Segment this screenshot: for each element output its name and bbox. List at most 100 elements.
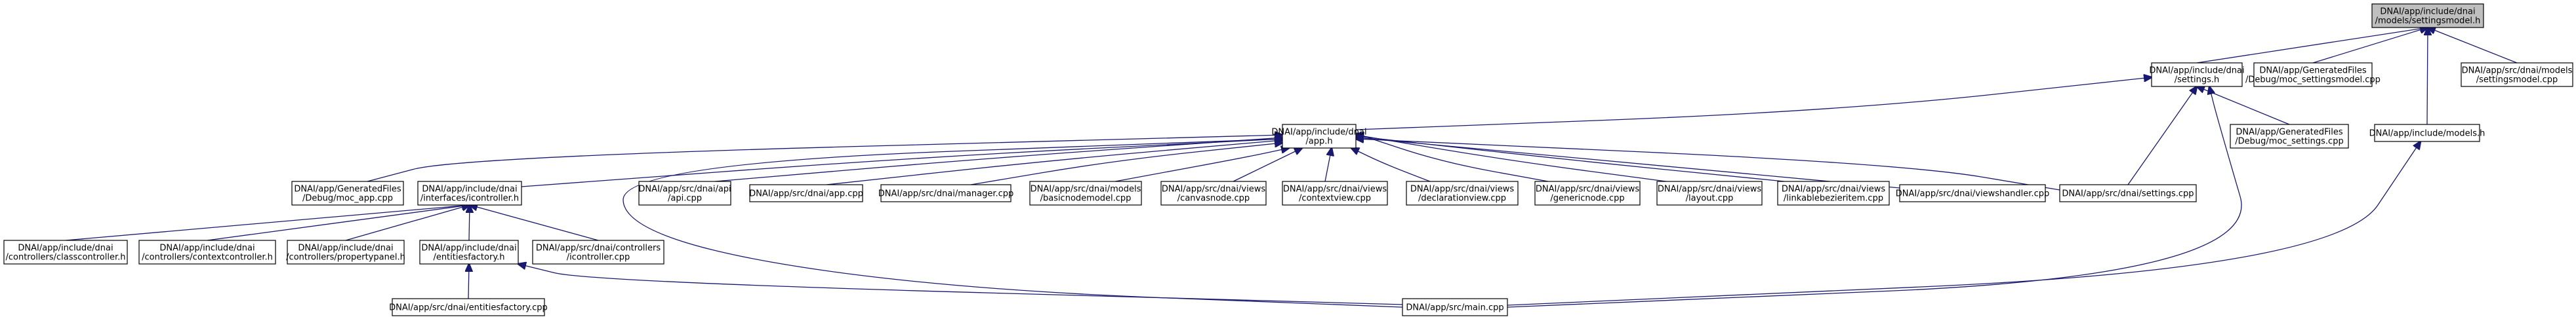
node-icontroller-cpp[interactable]: DNAI/app/src/dnai/controllers/icontrolle… [532,240,664,265]
node-propertypanel-h[interactable]: DNAI/app/include/dnai/controllers/proper… [286,240,405,265]
edge-models_h-to-root [2427,28,2428,125]
node-box [2151,62,2243,87]
node-settingsmodel-cpp[interactable]: DNAI/app/src/dnai/models/settingsmodel.c… [2461,62,2573,87]
node-manager-cpp[interactable]: DNAI/app/src/dnai/manager.cpp [878,184,1014,202]
edge-linkablebezieritem_cpp-to-app_h [1356,136,1785,182]
node-entitiesfactory-h[interactable]: DNAI/app/include/dnai/entitiesfactory.h [419,240,519,265]
node-label-line: DNAI/app/src/dnai/views [1162,185,1265,195]
node-label-line: DNAI/app/src/dnai/models [2462,66,2573,76]
edge-classcontroller_h-to-icontroller_h [65,205,470,241]
node-label-line: DNAI/app/src/dnai/controllers [536,244,661,253]
node-label-line: DNAI/app/src/dnai/viewshandler.cpp [1896,189,2049,199]
node-box [2461,62,2573,87]
node-label-line: /canvasnode.cpp [1177,194,1250,204]
edge-settingsmodel_cpp-to-root [2428,28,2518,64]
node-label-line: DNAI/app/include/dnai [422,185,517,195]
edge-line [521,139,1282,187]
node-settings-h[interactable]: DNAI/app/include/dnai/settings.h [2149,62,2245,87]
node-entitiesfactory-cpp[interactable]: DNAI/app/src/dnai/entitiesfactory.cpp [389,298,548,316]
edge-icontroller_h-to-app_h [521,139,1282,187]
node-box [2374,124,2480,142]
edge-line [1233,148,1302,182]
node-label-line: DNAI/app/src/dnai/manager.cpp [878,189,1014,199]
node-label-line: DNAI/app/include/dnai [18,244,113,253]
node-box [1029,181,1142,206]
node-box [291,181,404,206]
node-label-line: /layout.cpp [1686,194,1734,204]
node-label-line: DNAI/app/src/dnai/settings.cpp [2062,189,2194,199]
node-basicnodemodel-cpp[interactable]: DNAI/app/src/dnai/models/basicnodemodel.… [1029,181,1142,206]
node-label-line: DNAI/app/include/dnai [2149,66,2244,76]
node-moc-settingsmodel[interactable]: DNAI/app/GeneratedFiles/Debug/moc_settin… [2245,62,2381,87]
node-models-h[interactable]: DNAI/app/include/models.h [2369,124,2485,142]
node-box [1899,184,2046,202]
node-contextcontroller-h[interactable]: DNAI/app/include/dnai/controllers/contex… [138,240,276,265]
node-label-line: DNAI/app/GeneratedFiles [2259,66,2366,76]
edge-line [714,138,1282,182]
node-label-line: /controllers/classcontroller.h [5,253,125,263]
node-label-line: /Debug/moc_settingsmodel.cpp [2245,75,2381,85]
edge-app_cpp-to-app_h [826,140,1282,185]
edge-canvasnode_cpp-to-app_h [1233,148,1302,182]
node-label-line: /linkablebezieritem.cpp [1784,194,1883,204]
node-box [138,240,276,265]
edge-layout_cpp-to-app_h [1356,135,1667,182]
edge-line [1507,86,2242,308]
node-box [417,181,522,206]
node-app-h[interactable]: DNAI/app/include/dnai/app.h [1271,124,1367,149]
node-settings-cpp[interactable]: DNAI/app/src/dnai/settings.cpp [2059,184,2197,202]
node-moc-app[interactable]: DNAI/app/GeneratedFiles/Debug/moc_app.cp… [291,181,404,206]
node-label-line: DNAI/app/src/dnai/app.cpp [749,189,863,199]
edge-main_cpp-to-models_h [1507,141,2421,306]
node-label-line: DNAI/app/src/dnai/views [1658,185,1761,195]
node-box [2059,184,2197,202]
node-linkablebezieritem-cpp[interactable]: DNAI/app/src/dnai/views/linkablebezierit… [1777,181,1890,206]
node-label-line: /interfaces/icontroller.h [420,194,519,204]
node-classcontroller-h[interactable]: DNAI/app/include/dnai/controllers/classc… [3,240,128,265]
node-api-cpp[interactable]: DNAI/app/src/dnai/api/api.cpp [638,181,731,206]
node-genericnode-cpp[interactable]: DNAI/app/src/dnai/views/genericnode.cpp [1534,181,1641,206]
node-box [1406,181,1519,206]
node-moc-settings[interactable]: DNAI/app/GeneratedFiles/Debug/moc_settin… [2230,124,2349,149]
edge-line [2196,28,2428,64]
edge-line [1356,135,1667,182]
edge-settings_h-to-root [2196,28,2428,64]
edge-api_cpp-to-app_h [714,138,1282,182]
edge-line [1356,134,1549,182]
edge-line [1356,138,1900,189]
edge-line [1324,148,1332,182]
edge-line [1114,148,1289,182]
node-declarationview-cpp[interactable]: DNAI/app/src/dnai/views/declarationview.… [1406,181,1519,206]
edge-line [1355,77,2152,130]
edge-entitiesfactory_cpp-to-entitiesfactory_h [468,264,469,299]
node-icontroller-h[interactable]: DNAI/app/include/dnai/interfaces/icontro… [417,181,522,206]
node-label-line: DNAI/app/src/dnai/views [1536,185,1639,195]
node-root[interactable]: DNAI/app/include/dnai/models/settingsmod… [2371,3,2484,28]
node-canvasnode-cpp[interactable]: DNAI/app/src/dnai/views/canvasnode.cpp [1160,181,1267,206]
node-box [287,240,405,265]
node-box [1777,181,1890,206]
edge-line [367,135,1282,182]
node-box [1282,181,1388,206]
edge-line [2127,86,2197,185]
node-main-cpp[interactable]: DNAI/app/src/main.cpp [1402,298,1508,316]
node-box [749,184,863,202]
node-app-cpp[interactable]: DNAI/app/src/dnai/app.cpp [749,184,863,202]
edge-contextview_cpp-to-app_h [1324,148,1332,182]
node-box [1534,181,1641,206]
node-label-line: DNAI/app/GeneratedFiles [294,185,401,195]
edge-line [1356,136,1785,182]
node-box [880,184,1012,202]
node-viewshandler-cpp[interactable]: DNAI/app/src/dnai/viewshandler.cpp [1896,184,2049,202]
node-box [419,240,519,265]
node-layout-cpp[interactable]: DNAI/app/src/dnai/views/layout.cpp [1656,181,1763,206]
node-label-line: DNAI/app/src/dnai/views [1283,185,1387,195]
node-contextview-cpp[interactable]: DNAI/app/src/dnai/views/contextview.cpp [1282,181,1388,206]
node-label-line: /settings.h [2175,75,2220,85]
edge-viewshandler_cpp-to-app_h [1356,138,1900,189]
edge-line [2312,28,2428,64]
node-label-line: DNAI/app/include/dnai [298,244,393,253]
node-label-line: /icontroller.cpp [567,253,630,263]
edge-line [468,264,469,299]
